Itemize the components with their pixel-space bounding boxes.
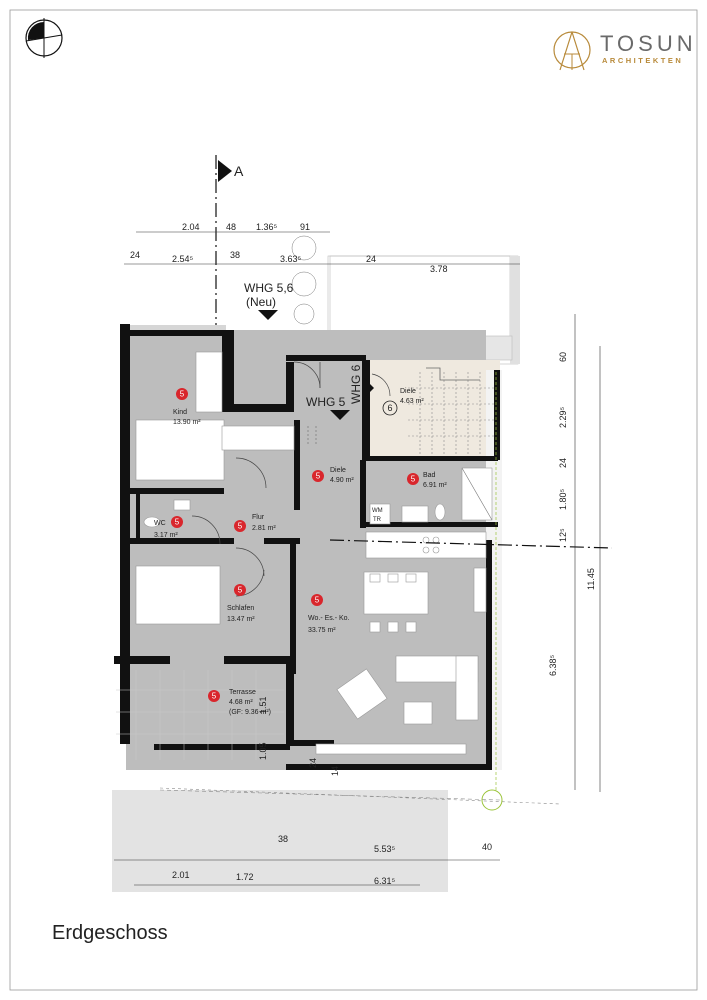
room-bad: 5 Bad 6.91 m² <box>407 472 447 489</box>
dim-label: 2.29⁵ <box>558 406 568 428</box>
room-wohnen-essen-kochen: 5 Wo.- Es.- Ko. 33.75 m² <box>308 594 350 634</box>
logo-name: TOSUN <box>600 31 697 56</box>
dim-label: 3.63⁵ <box>280 254 302 264</box>
dim-label: 6.31⁵ <box>374 876 396 886</box>
svg-text:5: 5 <box>238 522 243 531</box>
section-label: A <box>234 163 244 179</box>
doors <box>191 361 391 597</box>
room-diele-whg6: 6 Diele 4.63 m² <box>382 388 424 416</box>
room-terrasse: 5 Terrasse 4.68 m² (GF: 9.36 m²) <box>208 689 271 716</box>
dim-label: 38 <box>278 834 288 844</box>
svg-text:3.17 m²: 3.17 m² <box>154 532 178 539</box>
dim-label: 5.53⁵ <box>374 844 396 854</box>
svg-text:5: 5 <box>411 475 416 484</box>
svg-text:Diele: Diele <box>330 467 346 474</box>
svg-text:Kind: Kind <box>173 409 187 416</box>
company-logo: TOSUN ARCHITEKTEN <box>552 28 693 76</box>
garden-area <box>112 789 501 892</box>
dim-label: 91 <box>300 222 310 232</box>
room-kind: 5 Kind 13.90 m² <box>173 388 201 426</box>
svg-text:5: 5 <box>238 586 243 595</box>
dim-label: 14 <box>330 766 340 776</box>
svg-text:4.68 m²: 4.68 m² <box>229 699 253 706</box>
svg-text:Diele: Diele <box>400 388 416 395</box>
floor-title: Erdgeschoss <box>52 922 168 944</box>
svg-text:WC: WC <box>154 520 166 527</box>
entrance-arrow-icon <box>258 310 278 320</box>
dim-label: 40 <box>482 842 492 852</box>
dimension-lines <box>114 231 613 886</box>
svg-text:13.47 m²: 13.47 m² <box>227 616 255 623</box>
svg-text:5: 5 <box>316 472 321 481</box>
furniture <box>116 351 493 760</box>
room-schlafen: 5 Schlafen 13.47 m² <box>227 584 255 623</box>
dim-label: 1.51 <box>258 696 268 714</box>
unit-label: (Neu) <box>246 295 276 309</box>
plant-icon <box>291 235 317 325</box>
entrance-arrow-icon <box>330 410 350 420</box>
svg-text:6: 6 <box>387 403 392 413</box>
dim-label: 24 <box>558 458 568 468</box>
dim-label: 1.72 <box>236 872 254 882</box>
svg-text:(GF: 9.36 m²): (GF: 9.36 m²) <box>229 709 271 716</box>
svg-text:5: 5 <box>212 692 217 701</box>
dim-label: 1.36⁵ <box>256 222 278 232</box>
svg-text:5: 5 <box>315 596 320 605</box>
room-diele: 5 Diele 4.90 m² <box>312 467 354 484</box>
room-flur: 5 Flur 2.81 m² <box>234 514 276 532</box>
svg-text:4.90 m²: 4.90 m² <box>330 477 354 484</box>
dim-label: 1.80⁵ <box>558 488 568 510</box>
dim-label: 2.04 <box>182 222 200 232</box>
section-marker: A <box>215 155 244 340</box>
svg-text:6.91 m²: 6.91 m² <box>423 482 447 489</box>
svg-text:2.81 m²: 2.81 m² <box>252 525 276 532</box>
svg-text:Wo.- Es.- Ko.: Wo.- Es.- Ko. <box>308 615 350 622</box>
unit-label: WHG 6 <box>349 364 363 404</box>
entrance-arrow-icon <box>364 378 374 398</box>
dim-label: 2.54⁵ <box>172 254 194 264</box>
dim-label: 24 <box>366 254 376 264</box>
washer-label: WM <box>372 508 383 514</box>
logo-subtitle: ARCHITEKTEN <box>602 56 684 65</box>
dim-label: 2.01 <box>172 870 190 880</box>
svg-text:Bad: Bad <box>423 472 436 479</box>
unit-label: WHG 5 <box>306 395 346 409</box>
svg-text:4.63 m²: 4.63 m² <box>400 398 424 405</box>
unit-label: WHG 5,6 <box>244 281 294 295</box>
dim-label: 24 <box>308 758 318 768</box>
page-frame <box>9 9 698 991</box>
logo-mark-icon <box>553 31 591 71</box>
room-wc: 5 WC 3.17 m² <box>154 516 183 539</box>
dim-label: 48 <box>226 222 236 232</box>
svg-text:5: 5 <box>175 518 180 527</box>
svg-text:33.75 m²: 33.75 m² <box>308 627 336 634</box>
svg-text:5: 5 <box>180 390 185 399</box>
dim-label: 60 <box>558 352 568 362</box>
dryer-label: TR <box>373 517 382 523</box>
svg-text:Flur: Flur <box>252 514 265 521</box>
dim-label: 12⁵ <box>558 528 568 542</box>
dim-label: 11.45 <box>586 568 596 590</box>
dim-label: 3.78 <box>430 264 448 274</box>
dim-label: 1.05 <box>258 742 268 760</box>
dim-label: 24 <box>130 250 140 260</box>
north-compass-icon <box>22 16 66 60</box>
staircase <box>408 367 496 454</box>
dim-label: 6.38⁵ <box>548 654 558 676</box>
walls <box>114 324 500 770</box>
svg-text:Schlafen: Schlafen <box>227 605 254 612</box>
svg-text:Terrasse: Terrasse <box>229 689 256 696</box>
svg-text:13.90 m²: 13.90 m² <box>173 419 201 426</box>
dim-label: 38 <box>230 250 240 260</box>
